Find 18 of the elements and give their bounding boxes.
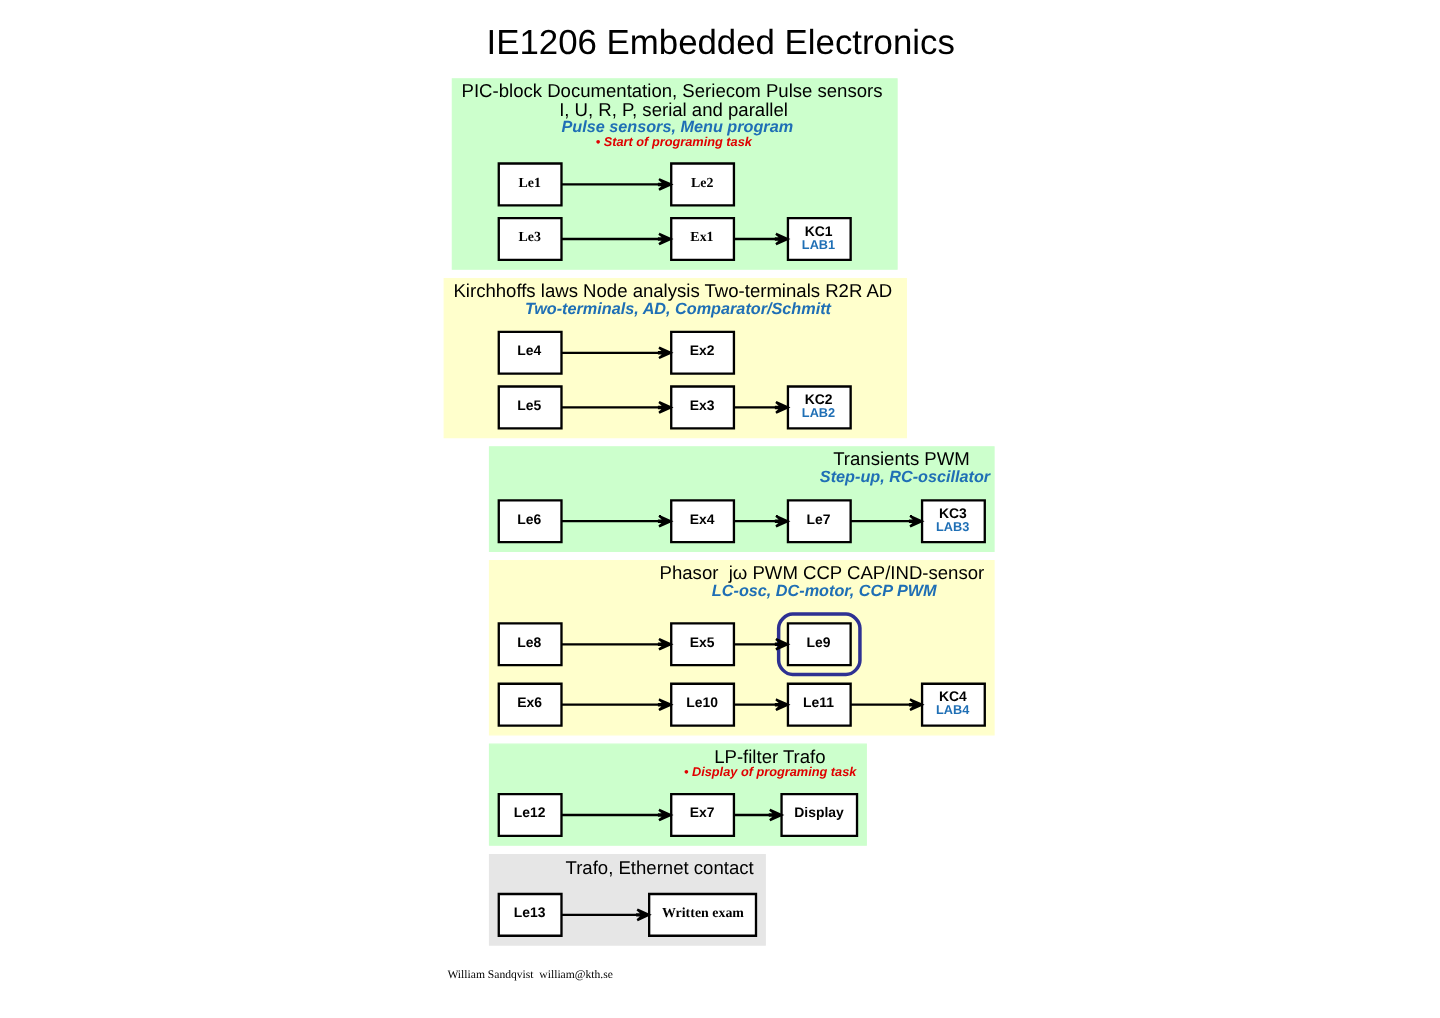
arrow xyxy=(561,232,672,246)
arrow xyxy=(850,514,923,528)
diagram-title: IE1206 Embedded Electronics xyxy=(486,22,955,63)
arrow xyxy=(734,514,789,528)
arrow xyxy=(734,637,789,651)
arrow xyxy=(734,698,789,712)
arrow xyxy=(734,808,783,822)
arrow xyxy=(561,808,672,822)
arrow xyxy=(561,401,672,414)
arrow xyxy=(734,401,789,414)
arrow xyxy=(734,232,789,246)
arrow xyxy=(561,346,672,360)
arrow xyxy=(561,178,672,191)
arrow xyxy=(561,514,672,528)
arrow xyxy=(561,908,651,922)
arrow xyxy=(561,698,672,712)
arrow xyxy=(561,637,672,651)
arrow xyxy=(850,698,923,712)
